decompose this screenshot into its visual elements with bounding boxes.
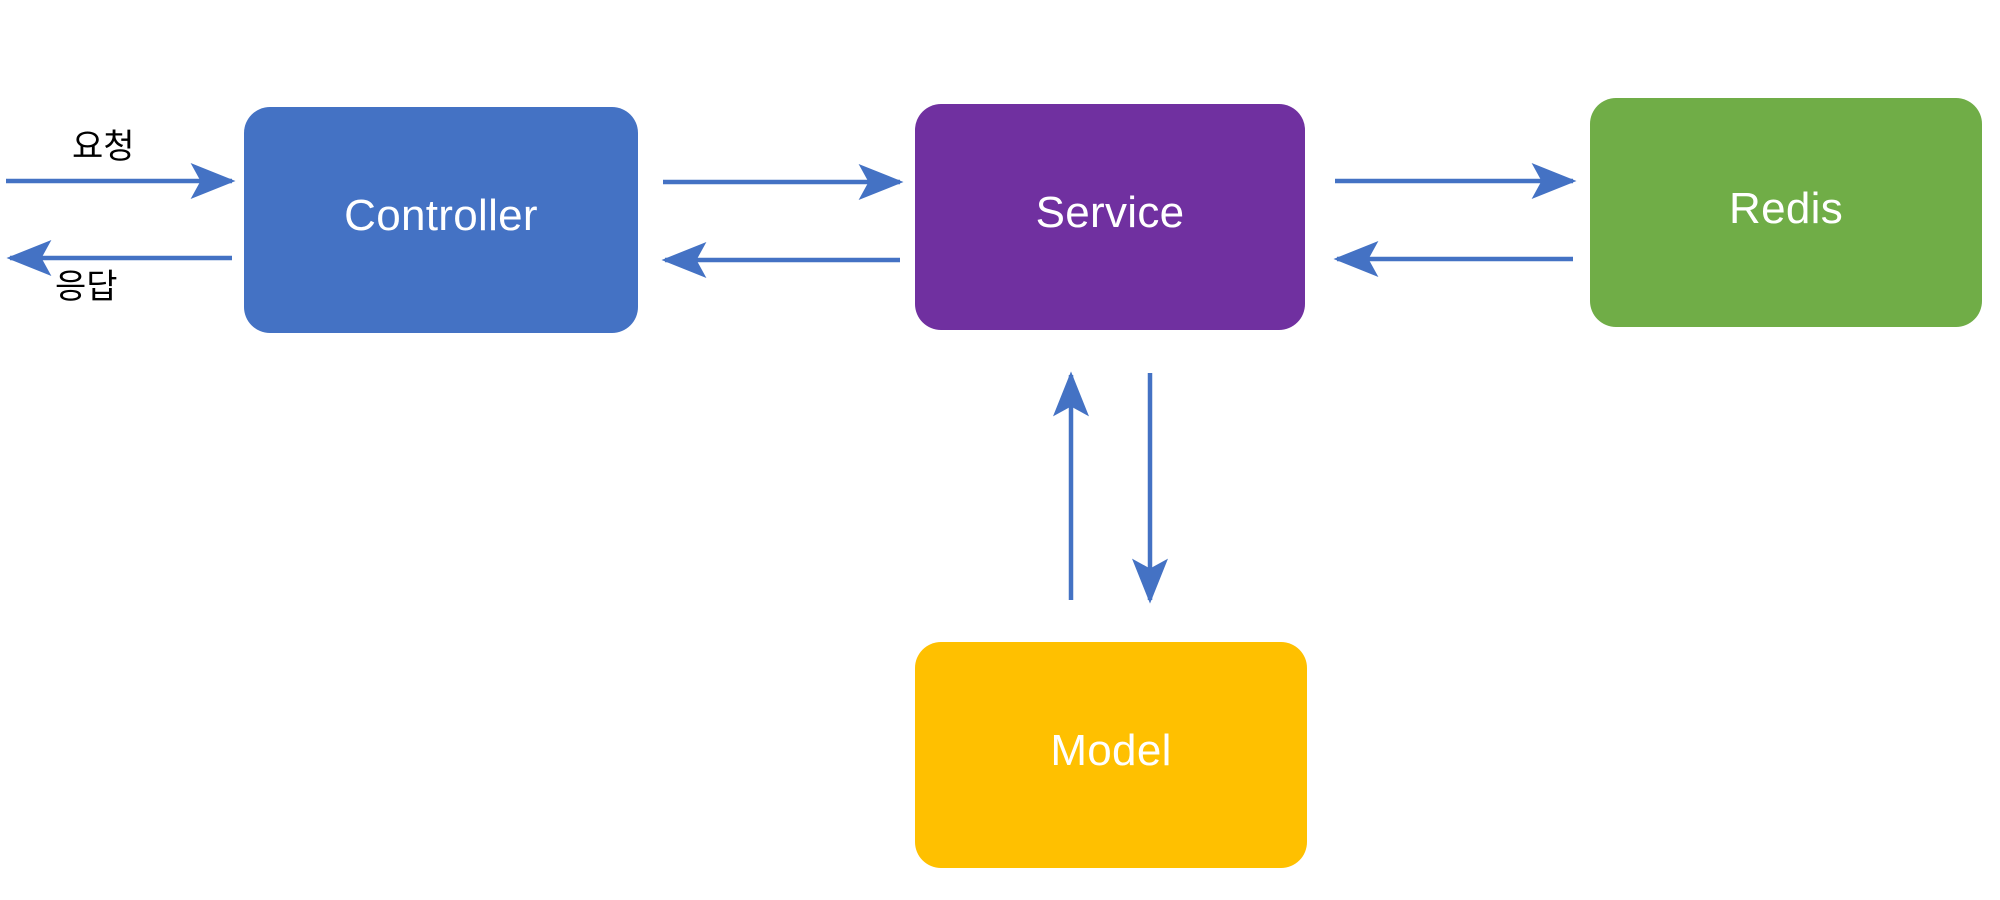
- node-model-label: Model: [1050, 726, 1172, 775]
- node-redis[interactable]: Redis: [1590, 98, 1982, 327]
- edge-label-request: 요청: [72, 128, 135, 166]
- node-service[interactable]: Service: [915, 104, 1305, 330]
- node-model[interactable]: Model: [915, 642, 1307, 868]
- node-controller[interactable]: Controller: [244, 107, 638, 333]
- node-redis-label: Redis: [1729, 183, 1843, 233]
- node-controller-label: Controller: [344, 191, 538, 240]
- node-service-label: Service: [1035, 188, 1185, 237]
- edge-label-response: 응답: [55, 268, 118, 306]
